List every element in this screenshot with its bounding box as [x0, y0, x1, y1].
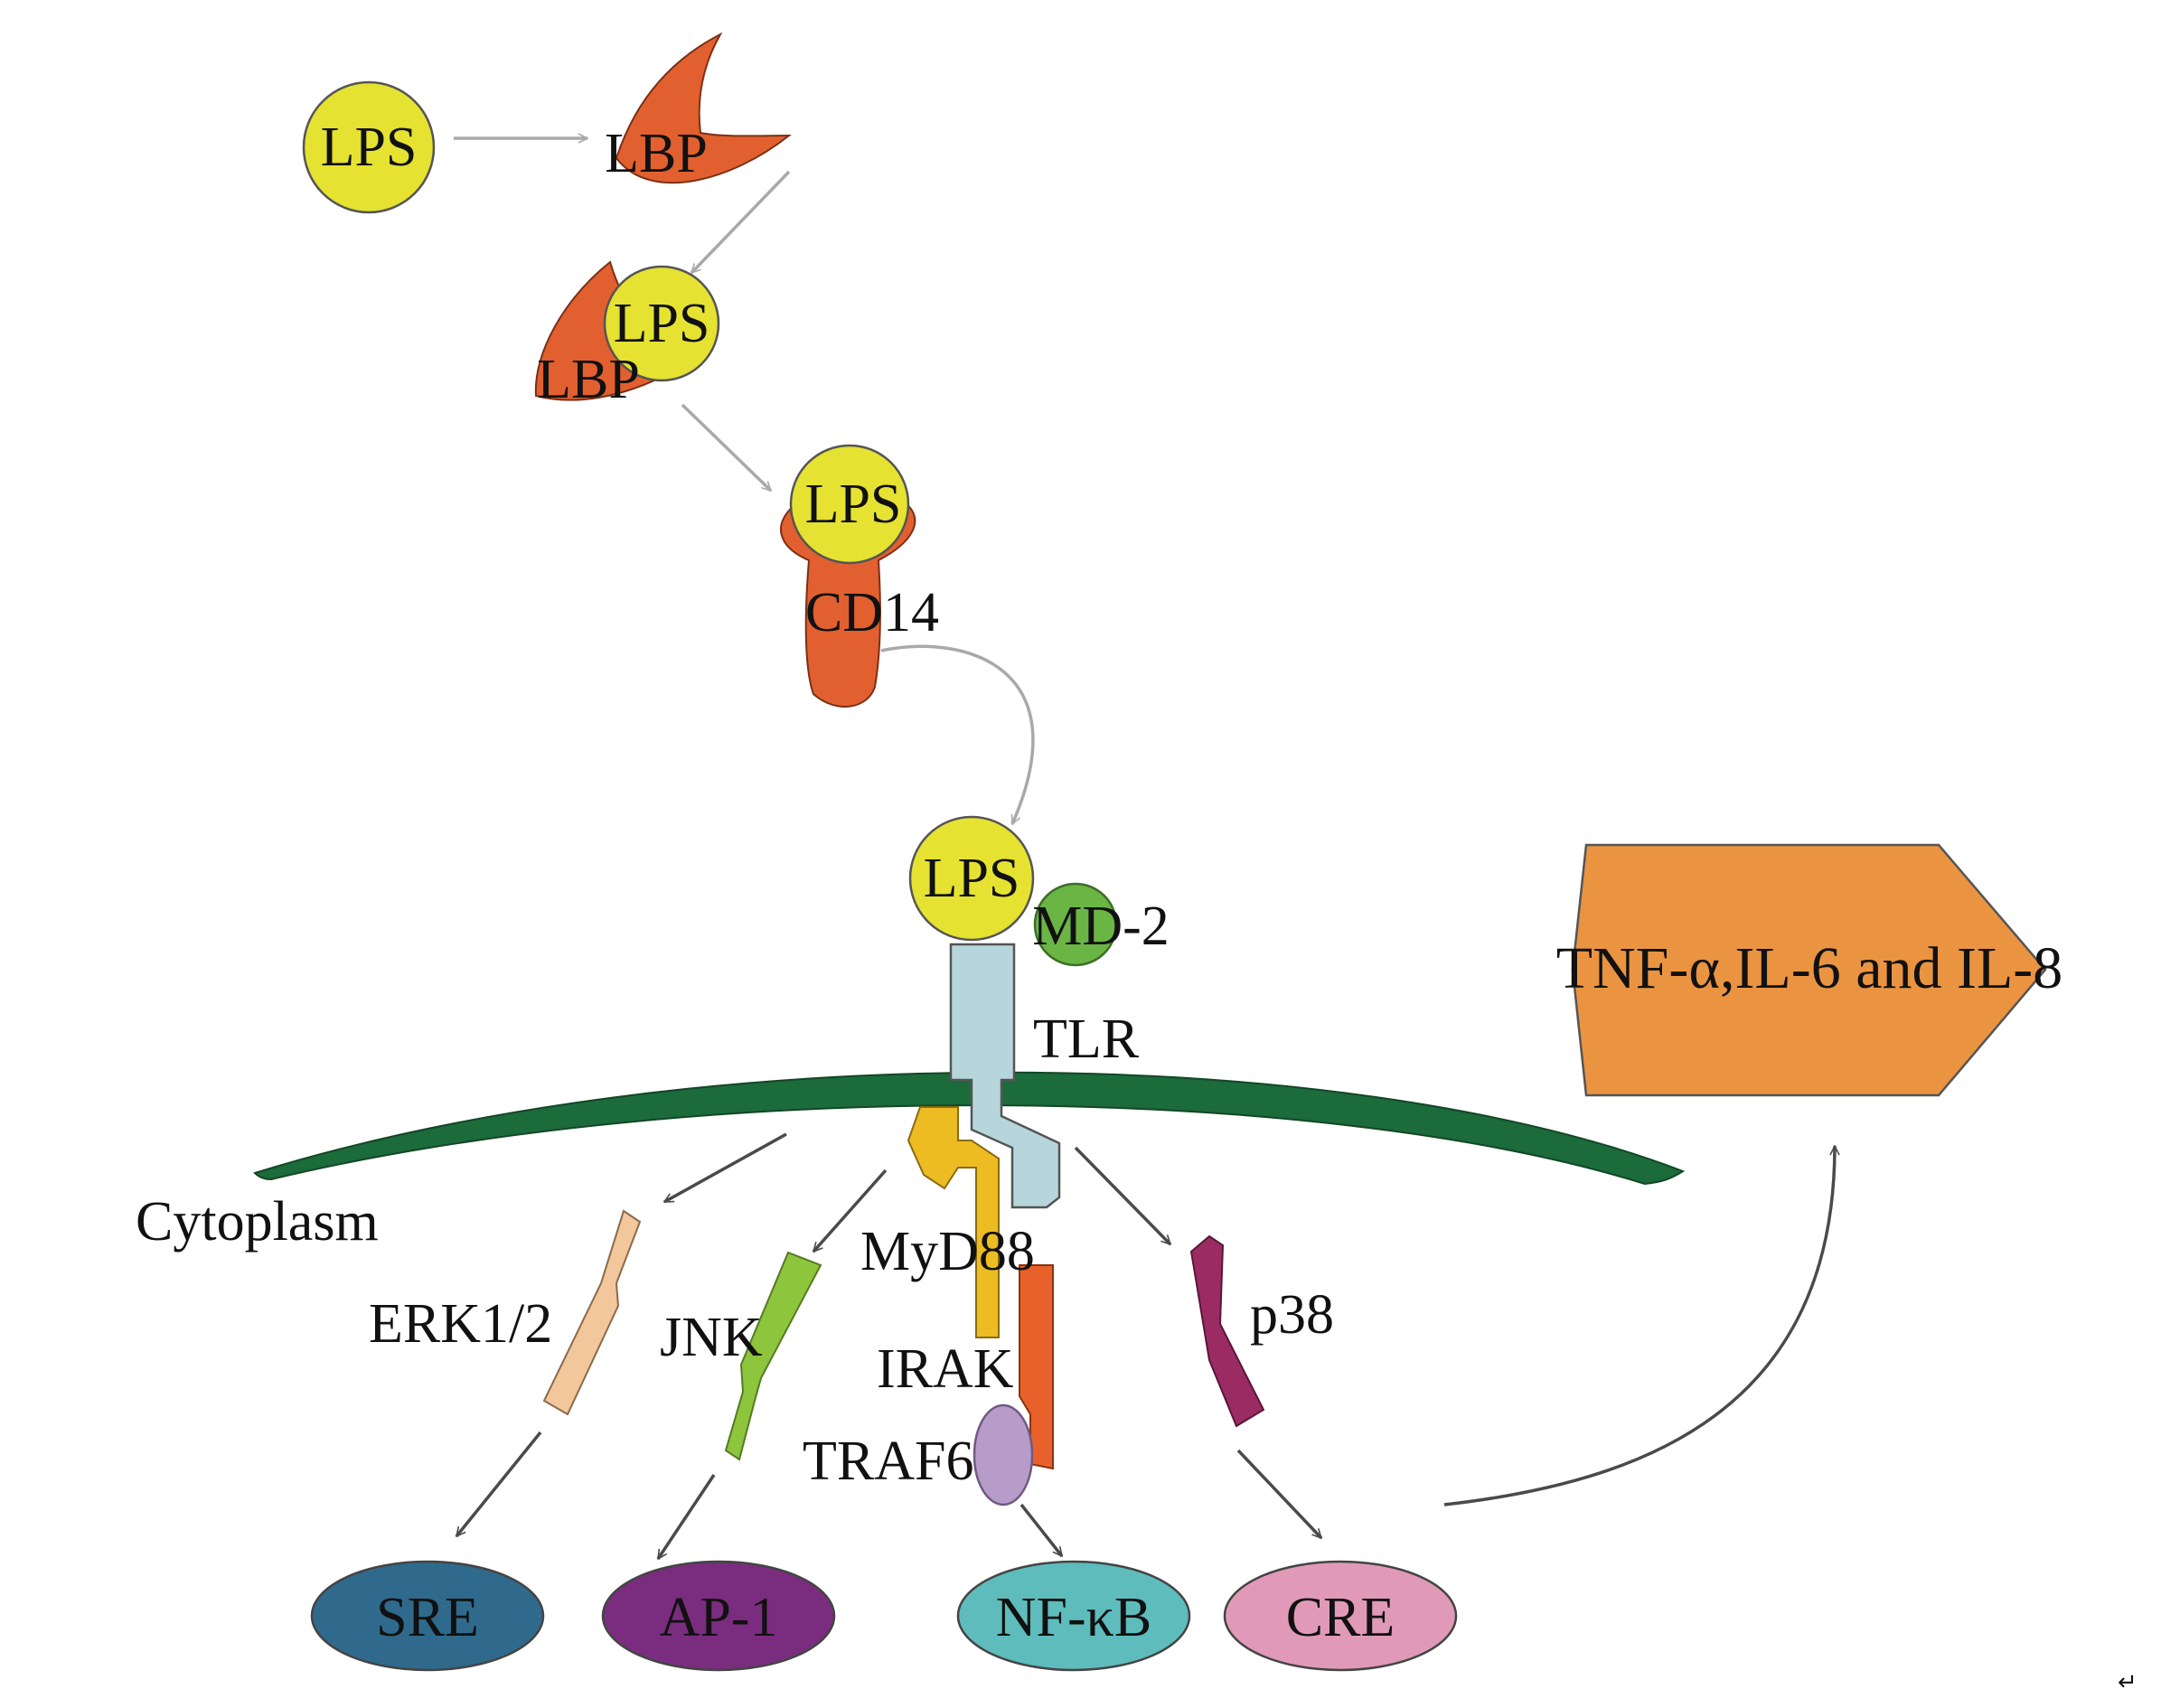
arrow-p38-to-cre: [1236, 1449, 1323, 1538]
arrow-cd14-to-receptor: [880, 644, 1035, 824]
arrow-to-p38: [1074, 1146, 1170, 1244]
cytokines-node: TNF-α,IL-6 and IL-8: [1556, 843, 2063, 1097]
myd88: [907, 1106, 1000, 1338]
md2-label: MD-2: [1032, 896, 1170, 957]
irak-label: IRAK: [877, 1338, 1014, 1400]
ap1-label: AP-1: [660, 1587, 778, 1648]
lbp-free: LBP: [605, 32, 792, 184]
return-mark: ↵: [2118, 1669, 2138, 1695]
cytoplasm-label: Cytoplasm: [136, 1191, 379, 1253]
myd88-label: MyD88: [860, 1221, 1035, 1282]
lbp-complex-label: LBP: [537, 349, 640, 410]
jnk-label: JNK: [660, 1307, 763, 1368]
lps-receptor-label: LPS: [924, 848, 1020, 909]
lps-receptor: LPS: [908, 815, 1035, 942]
cytokines-label: TNF-α,IL-6 and IL-8: [1556, 935, 2063, 1001]
lps-lbp-complex: LPS LBP: [534, 260, 720, 410]
arrow-cre-to-cytokines: [1443, 1146, 1835, 1506]
nfkb-label: NF-κB: [996, 1587, 1152, 1648]
erk-label: ERK1/2: [369, 1293, 552, 1355]
p38: [1189, 1234, 1265, 1428]
arrow-traf6-to-nfkb: [1019, 1503, 1064, 1556]
traf6: [972, 1403, 1034, 1506]
cd14-complex: LPS CD14: [779, 444, 939, 708]
ap1-node: AP-1: [601, 1560, 836, 1672]
lps-cd14-label: LPS: [805, 474, 902, 535]
cell-membrane: [253, 1071, 1686, 1186]
jnk: [724, 1251, 822, 1461]
sre-label: SRE: [376, 1587, 479, 1648]
arrow-lbp-to-complex: [690, 170, 791, 273]
md2: [1033, 882, 1118, 967]
tlr-label: TLR: [1033, 1009, 1140, 1070]
arrow-complex-to-cd14: [681, 403, 771, 493]
erk: [542, 1209, 642, 1416]
nfkb-node: NF-κB: [956, 1560, 1191, 1672]
lps-free: LPS: [302, 80, 436, 214]
cd14-label: CD14: [805, 582, 939, 643]
cre-node: CRE: [1223, 1560, 1458, 1672]
lps-free-label: LPS: [321, 117, 418, 178]
arrow-jnk-to-ap1: [656, 1474, 716, 1559]
arrow-erk-to-sre: [455, 1431, 542, 1536]
tlr-receptor: [949, 943, 1061, 1209]
traf6-label: TRAF6: [803, 1431, 973, 1492]
sre-node: SRE: [310, 1560, 545, 1672]
arrow-to-erk: [664, 1132, 787, 1204]
p38-label: p38: [1250, 1284, 1334, 1346]
cre-label: CRE: [1286, 1587, 1395, 1648]
lps-complex-label: LPS: [614, 293, 710, 354]
lbp-free-label: LBP: [605, 123, 708, 184]
arrow-to-jnk: [812, 1168, 888, 1252]
